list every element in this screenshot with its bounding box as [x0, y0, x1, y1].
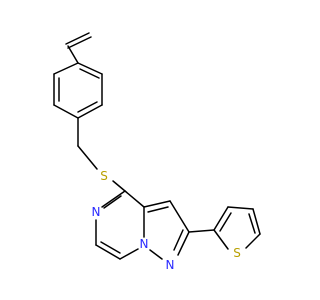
bond-c4-n5: [101, 190, 126, 208]
bond-c2-n1: [177, 231, 190, 256]
bond-c6-c7: [95, 244, 121, 260]
bond-thio-c2-c3: [213, 206, 229, 231]
molecule-canvas: S N N N S: [53, 32, 261, 272]
bond-c6-c7-inner: [100, 241, 121, 254]
bond-s-c4: [112, 180, 126, 192]
bond-vinyl-double-b: [65, 32, 90, 45]
bond-c3a-c4: [124, 190, 145, 208]
bond-n1-n8: [149, 249, 163, 260]
bond-benzene-3-inner: [77, 101, 98, 113]
bond-benzene-3: [77, 104, 103, 119]
bond-thio-c4-c5: [252, 208, 261, 235]
bond-thio-c2-c3-inner: [219, 212, 232, 232]
bond-vinyl-double-a: [67, 36, 92, 49]
bond-vinyl-single: [67, 45, 79, 64]
bond-benzene-4: [53, 104, 79, 119]
atom-s-thioether: S: [100, 169, 108, 183]
atom-n-pyrazole: N: [166, 258, 175, 272]
bond-benzene-1-inner: [79, 68, 100, 79]
bond-c2-n1-inner: [173, 229, 184, 251]
bond-thio-c4-c5-inner: [248, 213, 256, 234]
molecule-structure: S N N N S: [53, 32, 261, 272]
atom-n-pyrazine: N: [92, 205, 101, 219]
bonds: [53, 32, 261, 260]
atom-n-bridge: N: [140, 237, 149, 251]
bond-c2-thiophene: [188, 229, 215, 233]
bond-c4-n5-inner: [103, 195, 122, 209]
bond-thio-c3-c4: [227, 206, 254, 210]
bond-c7-n8: [119, 248, 139, 260]
bond-thio-c5-s: [245, 233, 261, 249]
bond-benzene-1: [77, 62, 103, 75]
bond-thio-s-c2: [213, 229, 229, 250]
bond-c3a-c3-inner: [147, 206, 169, 213]
atom-labels: S N N N S: [92, 169, 241, 272]
atom-s-thiophene: S: [233, 246, 241, 260]
bond-ch2-s: [77, 145, 98, 170]
bond-benzene-6: [53, 62, 79, 75]
bond-c3-c2: [169, 200, 190, 233]
bond-c3a-c3: [143, 200, 171, 208]
